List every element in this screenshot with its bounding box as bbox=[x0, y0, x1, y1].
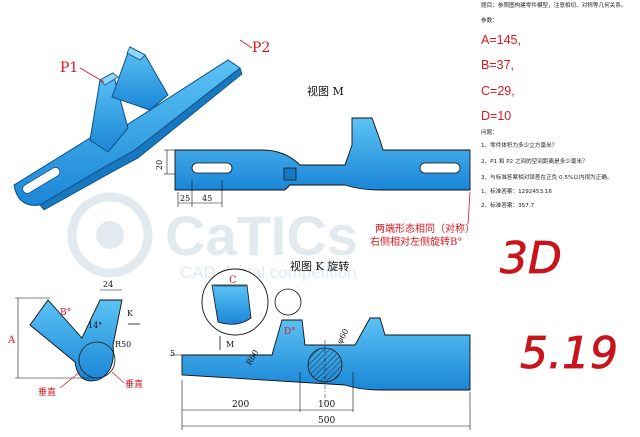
iso-p1-boss bbox=[89, 72, 129, 153]
answer-1: 1、标准答案：1292453.16 bbox=[481, 189, 552, 195]
arrow-m: M bbox=[226, 340, 234, 349]
view-m: 视图 M 20 25 45 两端形态相同（对称） 右侧相对左侧旋转B° bbox=[155, 84, 475, 248]
question-intro: 题目：参照图构建零件模型，注意相切、对称等几何关系。 bbox=[481, 3, 627, 9]
watermark-text: CaTICs bbox=[165, 204, 358, 267]
arrow-k: K bbox=[127, 309, 134, 318]
view-k-section: A 24 B° 14° R50 K 垂直 垂直 bbox=[7, 280, 143, 398]
view-k-title: 视图 K 旋转 bbox=[290, 259, 349, 273]
dim-200: 200 bbox=[232, 400, 249, 410]
dim-45: 45 bbox=[202, 194, 212, 203]
note-symmetric: 两端形态相同（对称） bbox=[375, 222, 475, 235]
dim-a: A bbox=[7, 335, 16, 346]
iso-slot bbox=[22, 167, 61, 194]
handwritten-note: 3D 5.19 bbox=[500, 233, 619, 380]
iso-p2-arm bbox=[111, 46, 169, 111]
question-2: 2、P1 和 P2 之间的空间距离是多少毫米？ bbox=[481, 159, 588, 165]
questions-title: 问题： bbox=[481, 130, 498, 136]
handwriting-519: 5.19 bbox=[520, 328, 618, 379]
note-rotate: 右侧相对左侧旋转B° bbox=[370, 235, 462, 248]
isometric-part: P1 P2 bbox=[13, 39, 270, 211]
tolerance-note: 3、与标准答案相对误差在正负 0.5%以内视为正确。 bbox=[481, 175, 613, 181]
dim-14: 14° bbox=[88, 321, 102, 330]
param-c: C=29, bbox=[481, 84, 515, 98]
answer-2: 2、标准答案：357.7 bbox=[481, 203, 535, 209]
perp-right: 垂直 bbox=[125, 378, 143, 390]
dim-100: 100 bbox=[318, 400, 335, 410]
dim-20: 20 bbox=[155, 160, 164, 170]
param-a: A=145, bbox=[481, 33, 521, 47]
view-k: 视图 K 旋转 C D° R60 φ60 M 5 200 100 500 bbox=[170, 259, 471, 430]
view-m-profile bbox=[174, 117, 471, 191]
dim-phi60: φ60 bbox=[335, 327, 351, 345]
k-section-body bbox=[29, 299, 123, 382]
view-m-slot-right bbox=[419, 162, 461, 174]
watermark: CaTICs CAD digital competition bbox=[67, 192, 358, 282]
label-p2: P2 bbox=[252, 40, 270, 56]
dim-5: 5 bbox=[170, 349, 175, 358]
param-b: B=37, bbox=[481, 58, 515, 72]
dim-24: 24 bbox=[103, 280, 113, 289]
handwriting-3d: 3D bbox=[500, 233, 562, 284]
dim-500: 500 bbox=[318, 416, 335, 426]
dim-d: D° bbox=[284, 327, 296, 337]
view-m-title: 视图 M bbox=[307, 84, 344, 98]
question-1: 1、零件体积为多少立方毫米？ bbox=[481, 143, 558, 149]
dim-c: C bbox=[229, 275, 237, 286]
label-p1: P1 bbox=[60, 60, 78, 76]
perp-left: 垂直 bbox=[38, 386, 56, 398]
dim-r50: R50 bbox=[115, 340, 131, 349]
iso-arm bbox=[13, 59, 241, 206]
dim-b: B° bbox=[60, 308, 71, 318]
param-d: D=10 bbox=[481, 109, 512, 123]
dim-25: 25 bbox=[180, 194, 190, 203]
params-title: 参数： bbox=[481, 18, 498, 24]
view-m-slot-left bbox=[191, 162, 233, 174]
